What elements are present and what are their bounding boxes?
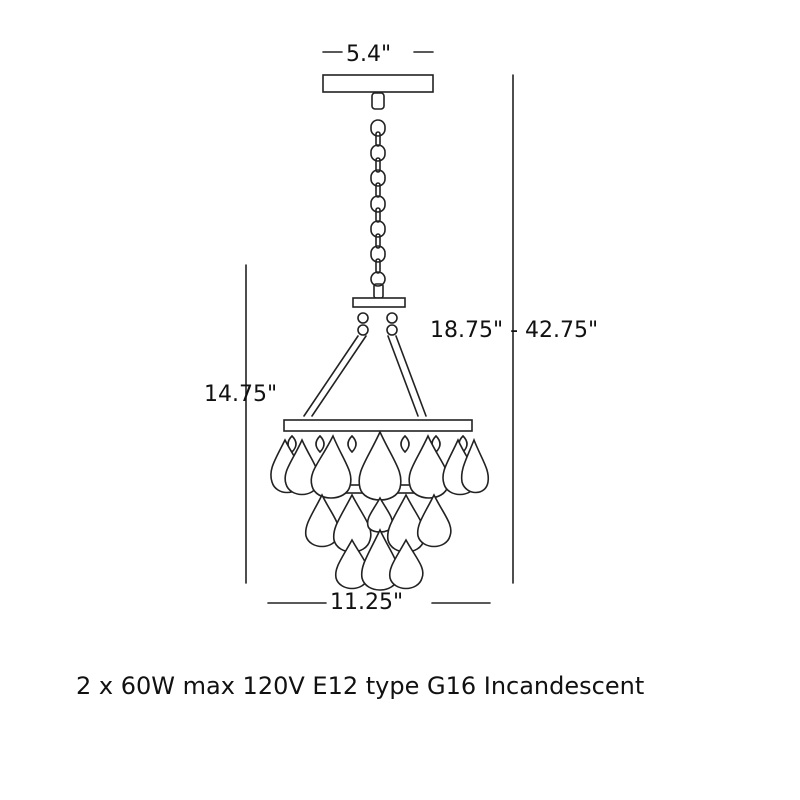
bulb-spec-text: 2 x 60W max 120V E12 type G16 Incandesce… bbox=[76, 672, 645, 700]
suspension-plate bbox=[352, 297, 406, 308]
top-ring bbox=[283, 419, 473, 432]
suspension-hooks bbox=[357, 312, 398, 336]
crystal-drops bbox=[270, 430, 490, 591]
overall-height-label: 18.75" - 42.75" bbox=[430, 318, 599, 343]
suspension-rods bbox=[303, 335, 427, 417]
fixture-height-label: 14.75" bbox=[204, 382, 278, 407]
ceiling-canopy bbox=[322, 74, 434, 93]
canopy-width-label: 5.4" bbox=[346, 42, 392, 67]
hanging-chain bbox=[370, 92, 386, 299]
fixture-width-label: 11.25" bbox=[330, 590, 404, 615]
